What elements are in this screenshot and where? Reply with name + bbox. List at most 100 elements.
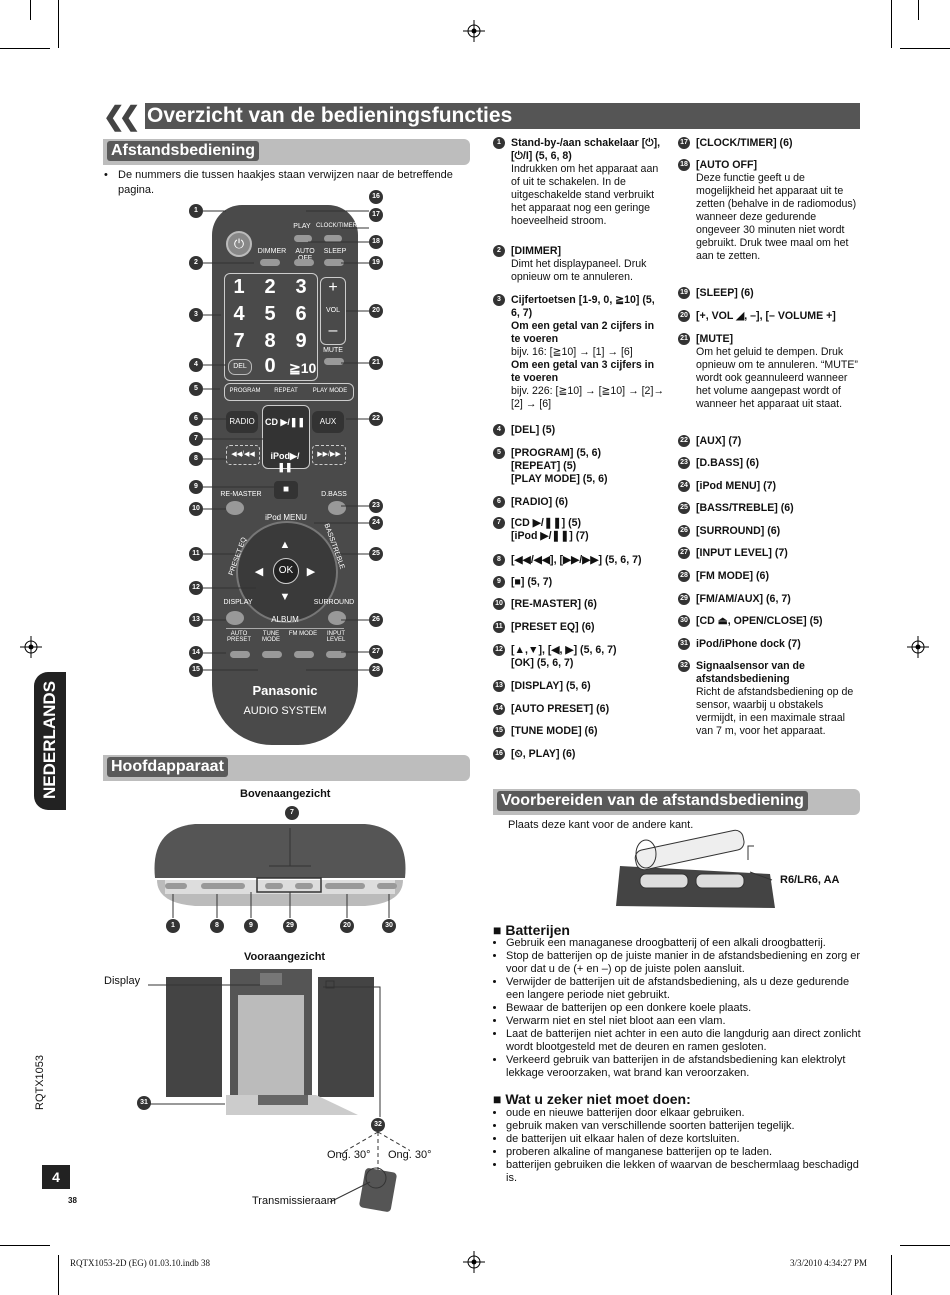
- function-number: 9: [493, 576, 505, 588]
- function-number: 26: [678, 525, 690, 537]
- key-10plus: ≧10: [289, 360, 317, 376]
- dbass-label: D.BASS: [321, 491, 347, 498]
- function-number: 17: [678, 137, 690, 149]
- function-text: [CLOCK/TIMER] (6): [696, 137, 793, 149]
- transmission-window-label: Transmissieraam: [252, 1195, 336, 1207]
- tune-mode-label: TUNE MODE: [262, 631, 280, 643]
- key-6: 6: [295, 303, 307, 325]
- bullet-item: Stop de batterijen op de juiste manier i…: [506, 950, 862, 976]
- function-text: [FM/AM/AUX] (6, 7): [696, 593, 791, 605]
- del-button: DEL: [228, 359, 252, 375]
- function-number: 25: [678, 502, 690, 514]
- skip-forward-button: ▶▶/▶▶: [312, 445, 346, 465]
- callout-23: 23: [369, 499, 383, 513]
- callout-1: 1: [189, 204, 203, 218]
- front-view-illustration: [148, 969, 381, 1117]
- function-number: 7: [493, 517, 505, 529]
- callout-15: 15: [189, 663, 203, 677]
- repeat-label: REPEAT: [274, 388, 298, 394]
- footer-right: 3/3/2010 4:34:27 PM: [790, 1258, 868, 1268]
- clock-timer-label: CLOCK/TIMER: [316, 223, 358, 229]
- registration-mark-left: [20, 636, 42, 658]
- callout-top-30: 30: [382, 919, 396, 933]
- callout-3: 3: [189, 308, 203, 322]
- ipod-menu-label: iPod MENU: [265, 513, 307, 522]
- callout-17: 17: [369, 208, 383, 222]
- callout-top-1: 1: [166, 919, 180, 933]
- display-label: Display: [104, 975, 141, 987]
- function-text: [MUTE]Om het geluid te dempen. Druk opni…: [696, 333, 858, 410]
- aux-button: AUX: [312, 411, 344, 433]
- key-3: 3: [295, 276, 307, 298]
- fm-mode-label: FM MODE: [288, 631, 318, 637]
- function-number: 15: [493, 725, 505, 737]
- bullet-item: Verwarm niet en stel niet bloot aan een …: [506, 1015, 862, 1028]
- play-label: PLAY: [293, 223, 311, 230]
- key-9: 9: [295, 330, 307, 352]
- function-number: 1: [493, 137, 505, 149]
- function-number: 12: [493, 644, 505, 656]
- function-text: [RADIO] (6): [511, 496, 569, 508]
- function-text: [AUX] (7): [696, 435, 742, 447]
- callout-top-7: 7: [285, 806, 299, 820]
- function-text: [PROGRAM] (5, 6)[REPEAT] (5)[PLAY MODE] …: [511, 447, 608, 485]
- function-number: 6: [493, 496, 505, 508]
- top-view-illustration: [154, 824, 406, 918]
- key-5: 5: [264, 303, 276, 325]
- ipod-play-label: iPod▶/❚❚: [270, 451, 300, 472]
- footer-left: RQTX1053-2D (EG) 01.03.10.indb 38: [70, 1258, 210, 1268]
- registration-mark-top: [463, 20, 485, 42]
- function-text: [DEL] (5): [511, 424, 556, 436]
- function-text: [RE-MASTER] (6): [511, 598, 597, 610]
- remote-note: • De nummers die tussen haakjes staan ve…: [104, 169, 453, 196]
- callout-front-32: 32: [371, 1118, 385, 1132]
- program-label: PROGRAM: [229, 388, 261, 394]
- chevron-icon: ❮❮: [103, 101, 145, 131]
- function-number: 32: [678, 660, 690, 672]
- function-number: 14: [493, 703, 505, 715]
- callout-top-9: 9: [244, 919, 258, 933]
- registration-mark-bottom: [463, 1251, 485, 1273]
- function-number: 2: [493, 245, 505, 257]
- function-number: 20: [678, 310, 690, 322]
- remote-leader-lines: [203, 210, 369, 671]
- callout-26: 26: [369, 613, 383, 627]
- callout-28: 28: [369, 663, 383, 677]
- callout-5: 5: [189, 382, 203, 396]
- callout-2: 2: [189, 256, 203, 270]
- callout-top-29: 29: [283, 919, 297, 933]
- sensor-angle-illustration: [150, 1103, 410, 1212]
- function-text: [AUTO PRESET] (6): [511, 703, 610, 715]
- callout-14: 14: [189, 646, 203, 660]
- function-text: [BASS/TREBLE] (6): [696, 502, 794, 514]
- sleep-label: SLEEP: [323, 248, 347, 255]
- key-7: 7: [233, 330, 245, 352]
- function-number: 30: [678, 615, 690, 627]
- mute-label: MUTE: [323, 347, 343, 354]
- function-number: 3: [493, 294, 505, 306]
- callout-top-20: 20: [340, 919, 354, 933]
- front-view-label: Vooraangezicht: [244, 951, 326, 963]
- function-number: 29: [678, 593, 690, 605]
- callout-21: 21: [369, 356, 383, 370]
- page-number: 38: [68, 1196, 77, 1205]
- function-text: [DIMMER]Dimt het displaypaneel. Druk opn…: [511, 245, 647, 283]
- function-text: [iPod MENU] (7): [696, 480, 777, 492]
- top-view-label: Bovenaangezicht: [240, 788, 331, 800]
- skip-back-button: ◀◀/◀◀: [226, 445, 260, 465]
- auto-preset-label: AUTO PRESET: [226, 631, 251, 643]
- album-label: ALBUM: [271, 615, 299, 624]
- brand-logo: Panasonic: [252, 683, 318, 698]
- callout-front-31: 31: [137, 1096, 151, 1110]
- auto-off-label: AUTO OFF: [295, 248, 315, 262]
- radio-button: RADIO: [226, 411, 258, 433]
- function-number: 19: [678, 287, 690, 299]
- volume-rocker: +VOL–: [320, 277, 346, 345]
- function-number: 8: [493, 554, 505, 566]
- function-text: [⏲, PLAY] (6): [511, 748, 576, 760]
- bullet-item: batterijen gebruiken die lekken of waarv…: [506, 1159, 862, 1185]
- dont-heading: ■ Wat u zeker niet moet doen:: [493, 1091, 691, 1107]
- play-mode-label: PLAY MODE: [312, 388, 348, 394]
- callout-top-8: 8: [210, 919, 224, 933]
- function-text: [SLEEP] (6): [696, 287, 754, 299]
